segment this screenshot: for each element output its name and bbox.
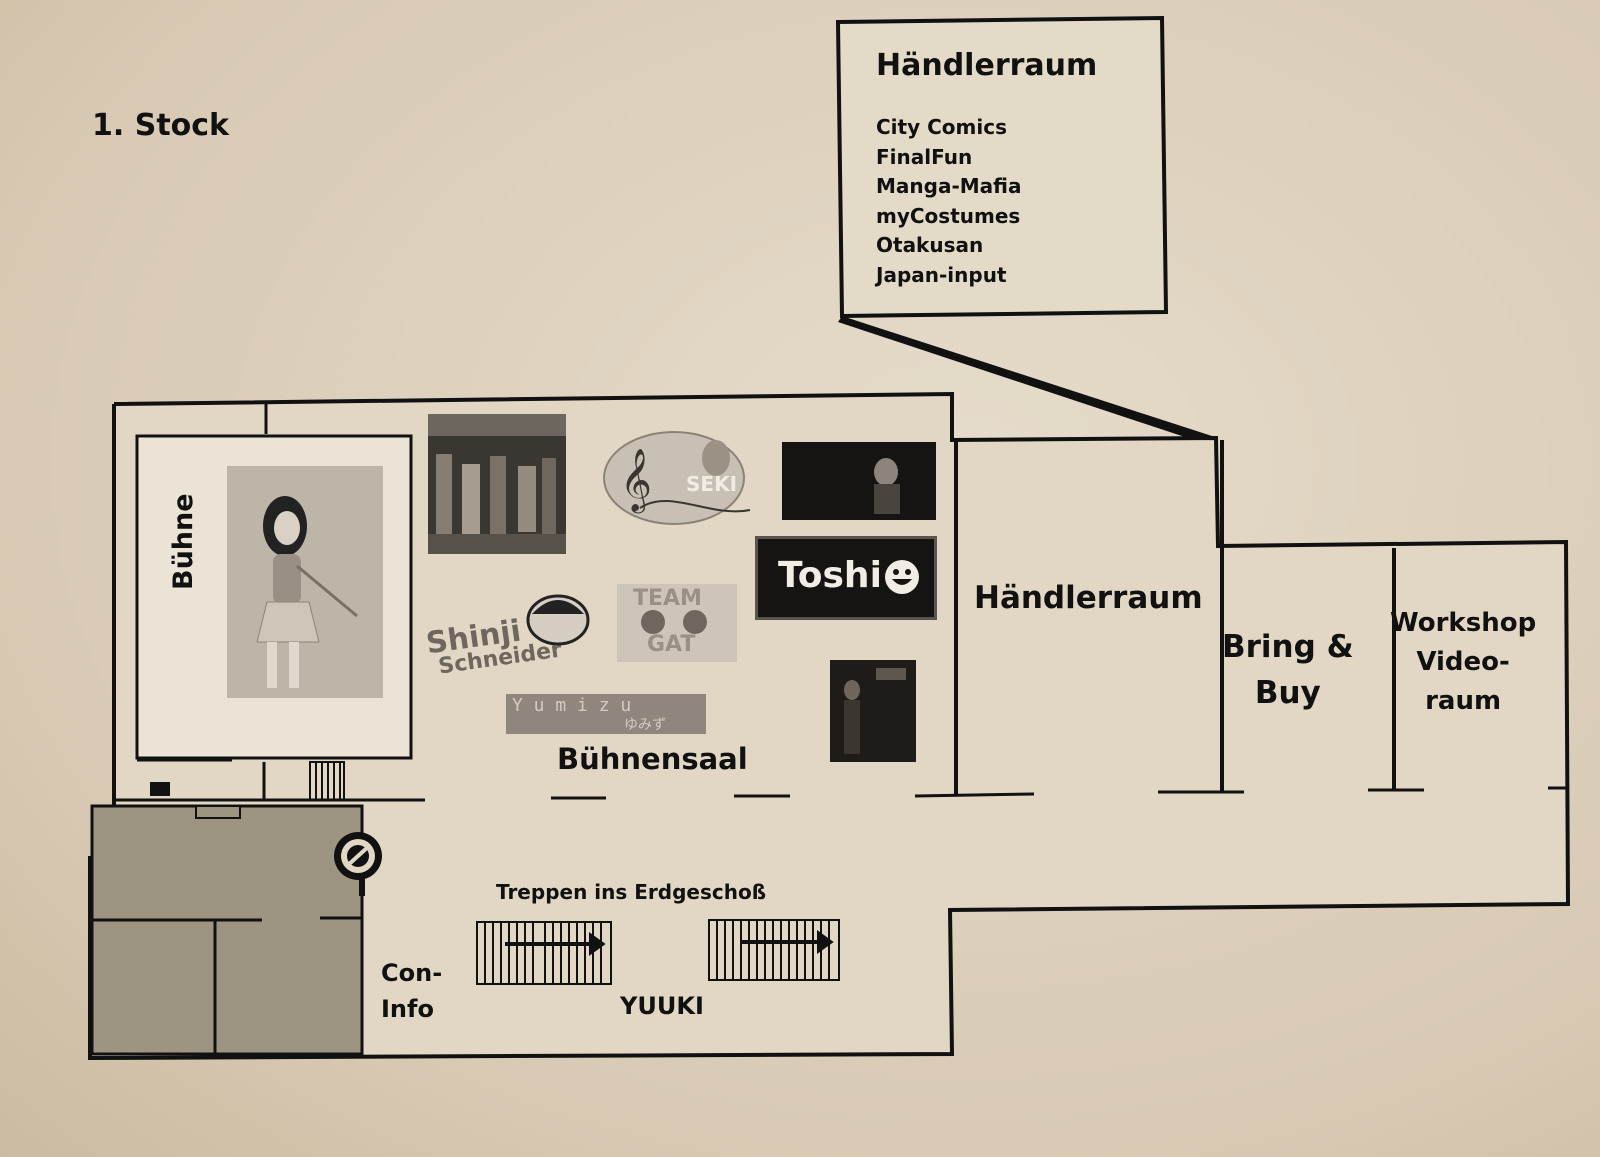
floor-title: 1. Stock [92, 108, 230, 143]
stairs-icon [476, 921, 612, 985]
vendor-item: City Comics [876, 115, 1007, 139]
callout-pointer [838, 316, 1212, 446]
stairs-label: Treppen ins Erdgeschoß [496, 880, 767, 904]
workshop-label: Workshop Video- raum [1390, 608, 1537, 716]
callout-box [835, 15, 1169, 319]
vendor-item: FinalFun [876, 144, 973, 169]
seki-logo: 𝄞 SEKI [600, 428, 752, 532]
seki-text: SEKI [686, 472, 738, 496]
shinji-schneider-logo: Shinji Schneider [424, 592, 600, 682]
stage-label: Bühne [168, 493, 199, 590]
toshi-text: Toshi [778, 555, 882, 596]
performer-photo [830, 660, 916, 762]
team-text: TEAM [633, 586, 702, 611]
stage-hall-label: Bühnensaal [557, 742, 748, 776]
vendor-item: myCostumes [876, 203, 1021, 228]
stage-performer-photo [227, 466, 383, 698]
shaded-block [90, 804, 364, 1056]
yumizu-text: Y u m i z u [512, 695, 632, 716]
no-entry-icon [334, 832, 382, 896]
stairs-icon [708, 919, 840, 981]
vendor-item: Otakusan [876, 233, 984, 257]
vendor-list: City Comics FinalFun Manga-Mafia myCostu… [876, 113, 1021, 290]
con-info-label: Con- Info [381, 959, 443, 1023]
yuuki-label: YUUKI [620, 992, 704, 1020]
vendor-room-label: Händlerraum [974, 580, 1203, 616]
svg-text:𝄞: 𝄞 [620, 448, 652, 514]
vendor-item: Japan-input [876, 262, 1007, 287]
callout-title: Händlerraum [876, 48, 1098, 83]
concert-photo [782, 442, 936, 520]
building-outline [88, 391, 1571, 1061]
team-gat-logo: TEAM GAT [617, 584, 737, 662]
gat-text: GAT [647, 632, 696, 657]
toshi-logo: Toshi [755, 536, 937, 620]
band-photo [428, 414, 566, 554]
vendor-item: Manga-Mafia [876, 174, 1022, 198]
yumizu-logo: Y u m i z u ゆみず [506, 694, 706, 734]
bring-buy-label: Bring & Buy [1222, 629, 1354, 711]
yumizu-kana-text: ゆみず [624, 717, 666, 733]
